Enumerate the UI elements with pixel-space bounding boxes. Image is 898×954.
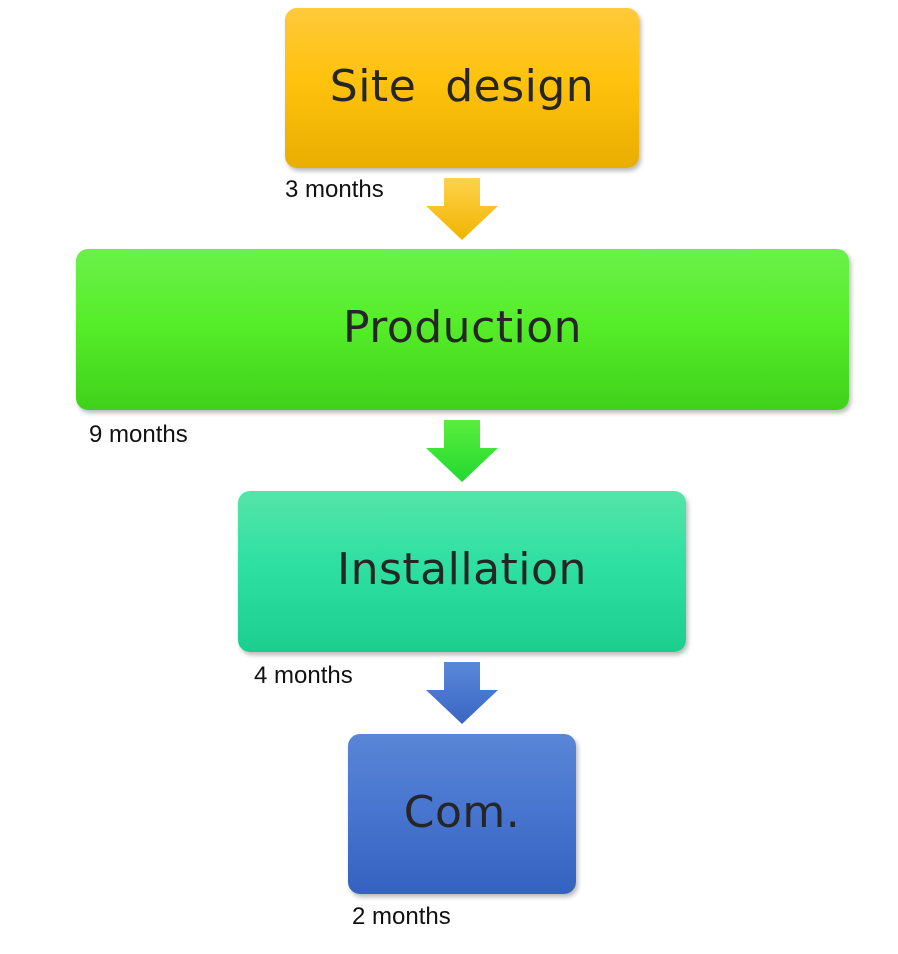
stage-label: Production: [342, 302, 583, 353]
stage-production: Production: [76, 249, 849, 410]
down-arrow-icon: [426, 420, 498, 482]
duration-label-com: 2 months: [352, 903, 451, 930]
stage-site-design: Site design: [285, 8, 639, 168]
duration-label-site-design: 3 months: [285, 176, 384, 203]
down-arrow-icon: [426, 178, 498, 240]
stage-label: Site design: [329, 60, 595, 112]
duration-label-installation: 4 months: [254, 662, 353, 689]
stage-com: Com.: [348, 734, 576, 894]
stage-label: Com.: [403, 786, 521, 838]
stage-label: Installation: [337, 544, 587, 595]
down-arrow-icon: [426, 662, 498, 724]
stage-installation: Installation: [238, 491, 686, 652]
duration-label-production: 9 months: [89, 421, 188, 448]
